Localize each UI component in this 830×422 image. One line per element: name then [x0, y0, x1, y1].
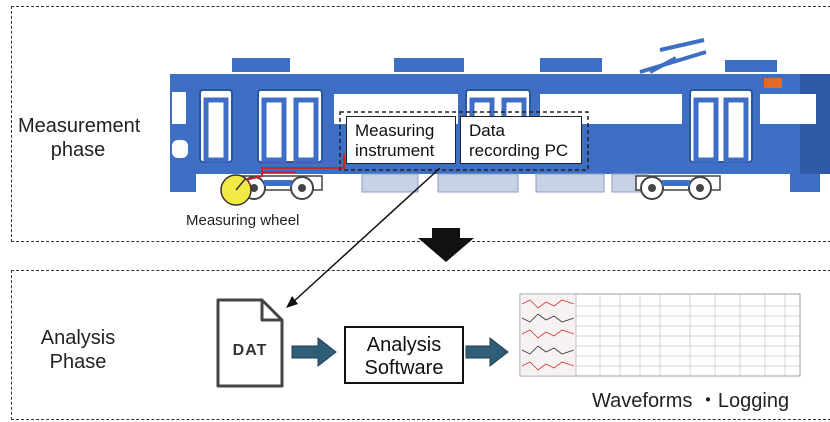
end-window	[172, 92, 186, 124]
train-windows	[334, 94, 816, 124]
phase-transition-arrow	[418, 228, 474, 262]
arrow-file-to-software	[291, 336, 337, 368]
underfloor-equipment	[361, 173, 649, 193]
tail-lamp	[172, 140, 188, 158]
waveforms-logging-label: Waveforms ・Logging	[592, 390, 790, 412]
measuring-instrument-box: Measuring instrument	[346, 116, 456, 164]
data-transfer-line	[291, 167, 441, 304]
train-skirt	[170, 174, 196, 192]
measurement-phase-label: Measurement phase	[18, 115, 141, 161]
bogie-right	[635, 175, 721, 200]
sensor-cable	[245, 154, 345, 181]
analysis-phase-box	[11, 270, 830, 420]
destination-sign	[764, 78, 782, 88]
train-roof-units	[232, 58, 777, 72]
dat-file-icon	[216, 298, 284, 388]
arrow-software-to-output	[465, 336, 509, 368]
dat-file-label: DAT	[232, 342, 268, 359]
pantograph	[639, 38, 707, 74]
waveform-log-thumbnail	[519, 293, 801, 377]
analysis-phase-label: Analysis Phase	[40, 327, 116, 373]
onboard-equipment-frame	[339, 111, 589, 171]
analysis-software-box: Analysis Software	[344, 326, 464, 384]
data-recording-pc-box: Data recording PC	[460, 116, 582, 164]
data-transfer-arrowhead	[286, 296, 298, 308]
measurement-phase-box	[11, 6, 830, 242]
measuring-wheel-label: Measuring wheel	[186, 212, 300, 229]
